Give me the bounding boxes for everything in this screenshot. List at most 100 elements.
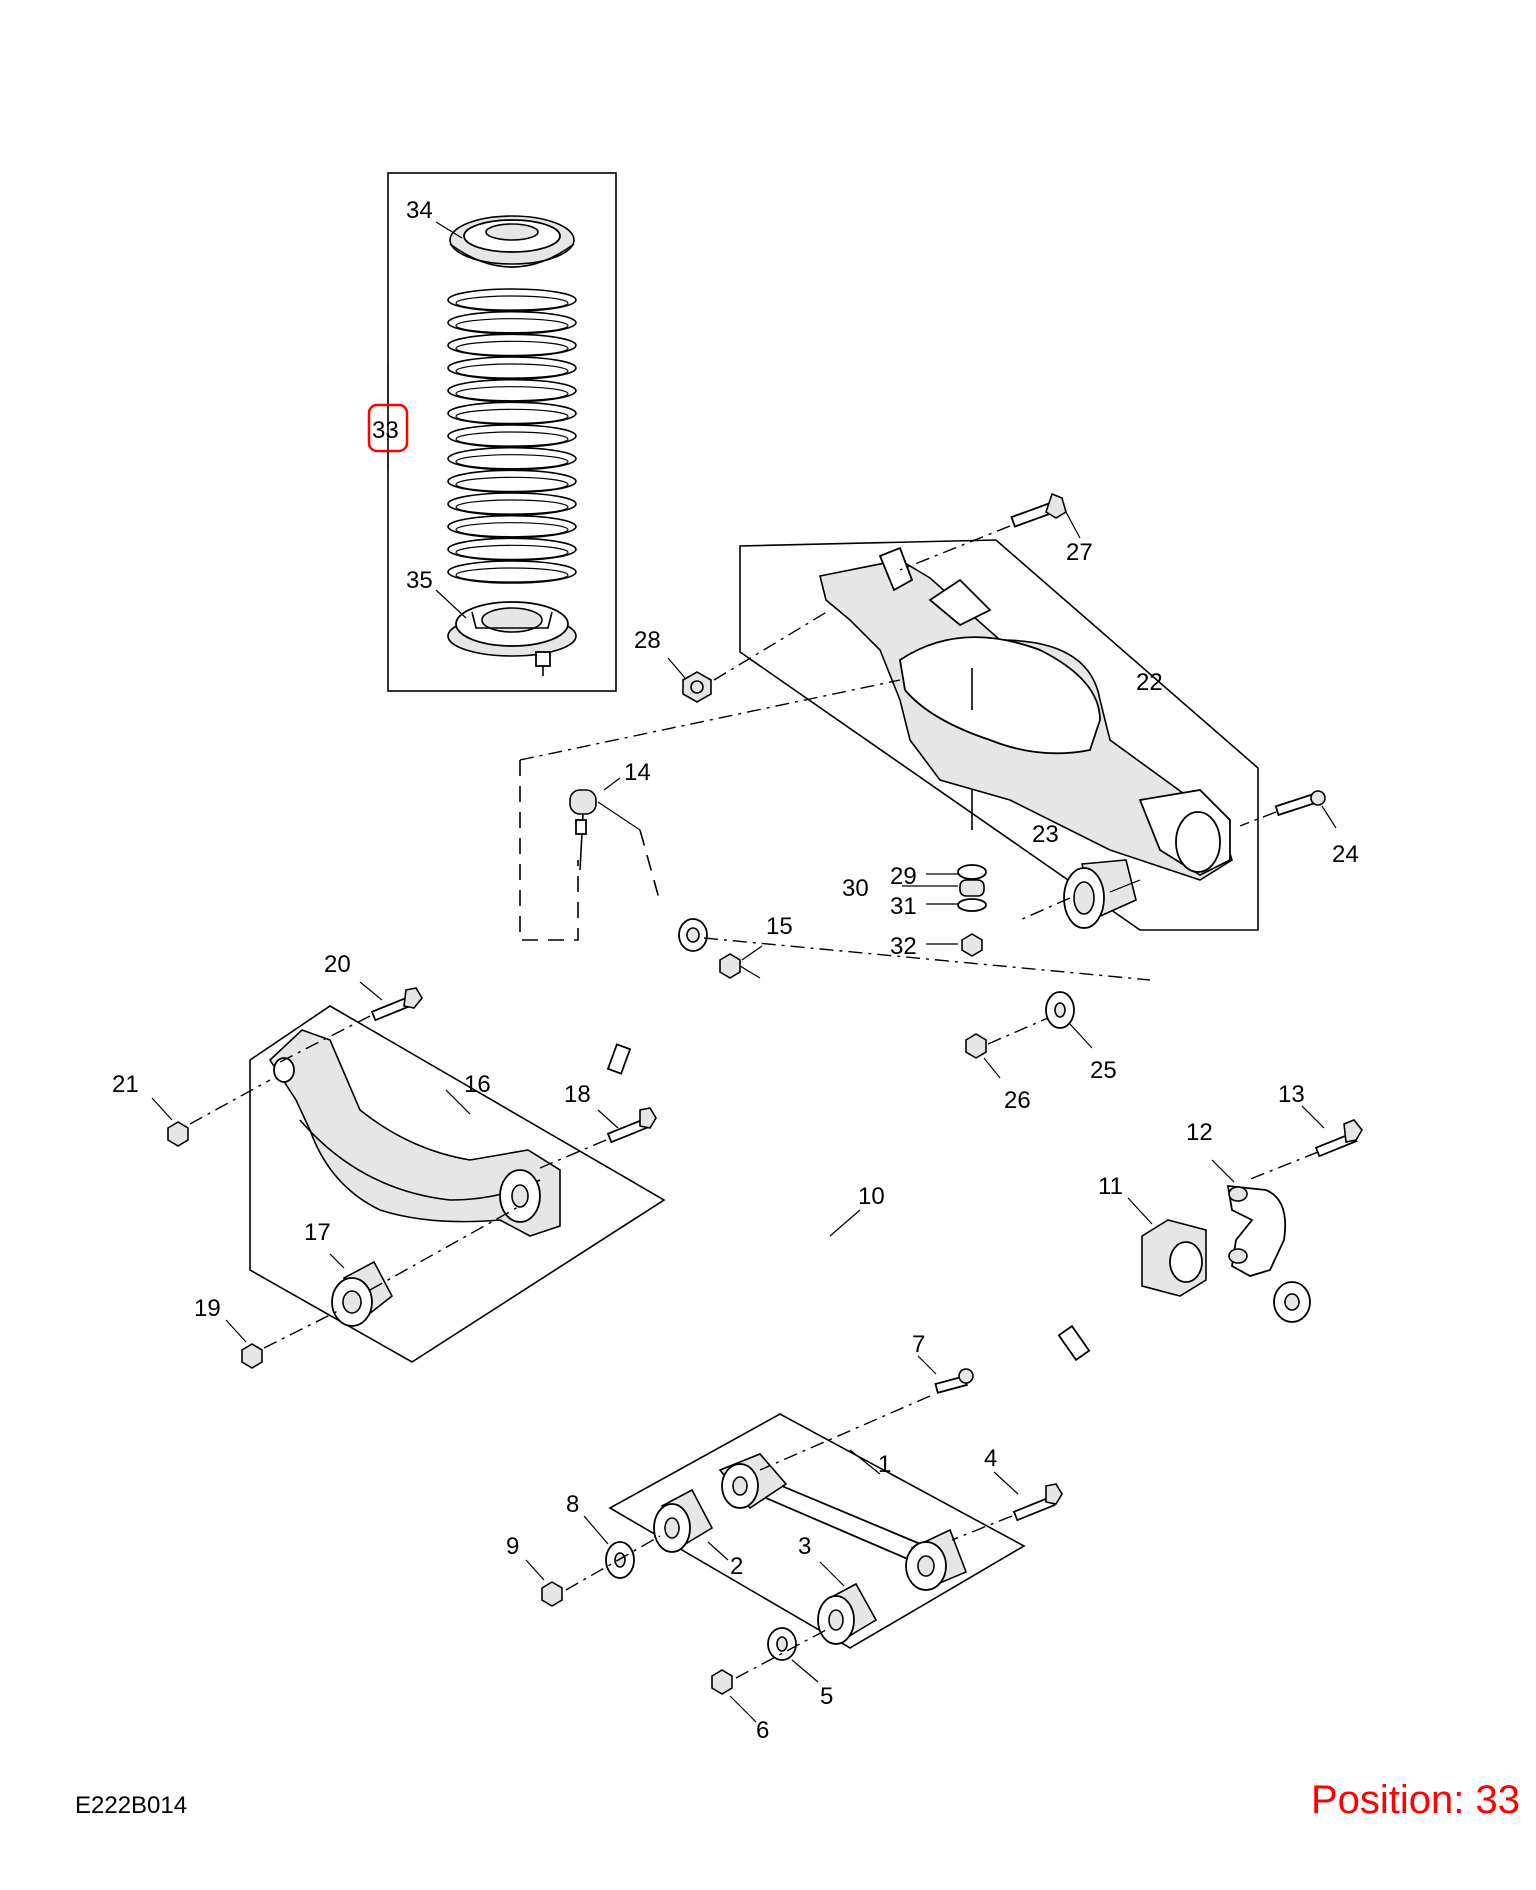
stabilizer-clamp-group: [1127, 1105, 1363, 1297]
lower-link-group: [525, 1355, 1063, 1723]
callout-2[interactable]: 2: [730, 1553, 743, 1580]
spring-coil-inner: [455, 295, 569, 311]
stabilizer-bar[interactable]: [567, 919, 1291, 1392]
nut-19[interactable]: [241, 1343, 263, 1369]
bolt-20[interactable]: [370, 987, 423, 1022]
callout-18[interactable]: 18: [564, 1081, 591, 1108]
spring-group-box: [387, 172, 617, 692]
arm22-outline-box: [739, 539, 1259, 931]
link1-outline-box: [608, 1413, 1026, 1649]
callout-24[interactable]: 24: [1332, 841, 1359, 868]
bolt-18[interactable]: [606, 1107, 657, 1144]
arm16-outline-box: [249, 1005, 666, 1363]
bolt-7[interactable]: [934, 1368, 974, 1394]
bar-bracket-12[interactable]: [1226, 1184, 1287, 1277]
callout-6[interactable]: 6: [756, 1717, 769, 1744]
stabilizer-bar-group: [562, 914, 1311, 1398]
spring-coil-inner: [455, 567, 569, 583]
callout-8[interactable]: 8: [566, 1491, 579, 1518]
spring-coil-turn: [447, 560, 577, 584]
callout-labels: 1 2 3 4 5 6 7 8 9 10 11 12 13 14 15 16 1…: [112, 197, 1359, 1744]
bushing-29[interactable]: [957, 864, 987, 880]
callout-7[interactable]: 7: [912, 1331, 925, 1358]
bolt-13[interactable]: [1314, 1119, 1363, 1158]
callout-22[interactable]: 22: [1136, 669, 1163, 696]
bolt-24[interactable]: [1274, 790, 1326, 817]
callout-9[interactable]: 9: [506, 1533, 519, 1560]
spring-assembly-group: [367, 172, 617, 692]
trailing-arm[interactable]: [268, 1029, 561, 1237]
callout-25[interactable]: 25: [1090, 1057, 1117, 1084]
spring-coil-inner: [455, 476, 569, 492]
nut-6[interactable]: [711, 1669, 733, 1695]
lower-link[interactable]: [718, 1453, 968, 1591]
link-bushing-15[interactable]: [678, 918, 708, 952]
spring-coil-inner: [455, 544, 569, 560]
spring-coil-inner: [455, 408, 569, 424]
link-bushing-3[interactable]: [817, 1582, 878, 1645]
spring-coil-inner: [455, 386, 569, 402]
callout-20[interactable]: 20: [324, 951, 351, 978]
callout-21[interactable]: 21: [112, 1071, 139, 1098]
arm-bushing-23[interactable]: [1063, 859, 1137, 929]
callout-34[interactable]: 34: [406, 197, 433, 224]
spring-coil-inner: [455, 340, 569, 356]
callout-35[interactable]: 35: [406, 567, 433, 594]
bolt-4[interactable]: [1012, 1483, 1063, 1522]
drop-link[interactable]: [569, 789, 597, 871]
washer-8[interactable]: [605, 1541, 635, 1579]
spring-coil-inner: [455, 522, 569, 538]
callout-14[interactable]: 14: [624, 759, 651, 786]
callout-4[interactable]: 4: [984, 1445, 997, 1472]
callout-16[interactable]: 16: [464, 1071, 491, 1098]
callout-33[interactable]: 33: [372, 417, 399, 444]
upper-spring-seat[interactable]: [449, 215, 575, 268]
callout-32[interactable]: 32: [890, 933, 917, 960]
nut-15[interactable]: [719, 953, 741, 979]
drop-link-group: [519, 679, 1151, 981]
trailing-arm-bushing-17[interactable]: [331, 1260, 394, 1327]
link-bushing-2[interactable]: [653, 1488, 714, 1553]
diagram-code: E222B014: [75, 1792, 188, 1819]
callout-30[interactable]: 30: [842, 875, 869, 902]
nut-32[interactable]: [961, 933, 983, 957]
washer-25[interactable]: [1045, 991, 1075, 1029]
washer-5[interactable]: [767, 1627, 797, 1661]
bolt-27[interactable]: [1010, 492, 1067, 528]
callout-15[interactable]: 15: [766, 913, 793, 940]
coil-spring[interactable]: [447, 288, 577, 584]
spring-coil-inner: [455, 499, 569, 515]
upper-control-arm[interactable]: [819, 546, 1233, 881]
callout-28[interactable]: 28: [634, 627, 661, 654]
callout-29[interactable]: 29: [890, 863, 917, 890]
callout-26[interactable]: 26: [1004, 1087, 1031, 1114]
nut-26[interactable]: [965, 1033, 987, 1059]
callout-13[interactable]: 13: [1278, 1081, 1305, 1108]
washer-31[interactable]: [957, 898, 987, 912]
callout-10[interactable]: 10: [858, 1183, 885, 1210]
callout-3[interactable]: 3: [798, 1533, 811, 1560]
callout-31[interactable]: 31: [890, 893, 917, 920]
selected-position-label: Position: 33: [1310, 1778, 1520, 1822]
callout-23[interactable]: 23: [1032, 821, 1059, 848]
upper-control-arm-group: [667, 492, 1337, 957]
lower-spring-seat[interactable]: [447, 601, 577, 676]
callout-19[interactable]: 19: [194, 1295, 221, 1322]
callout-5[interactable]: 5: [820, 1683, 833, 1710]
selected-callout-highlight: [367, 403, 409, 453]
nut-21[interactable]: [167, 1121, 189, 1147]
callout-1[interactable]: 1: [878, 1451, 891, 1478]
bar-bushing-11[interactable]: [1141, 1219, 1207, 1297]
spring-coil-inner: [455, 431, 569, 447]
trailing-arm-group: [151, 981, 666, 1369]
callout-11[interactable]: 11: [1098, 1173, 1123, 1200]
bushing-30[interactable]: [959, 879, 985, 897]
callout-12[interactable]: 12: [1186, 1119, 1213, 1146]
callout-17[interactable]: 17: [304, 1219, 331, 1246]
callout-27[interactable]: 27: [1066, 539, 1093, 566]
nut-28[interactable]: [682, 671, 712, 703]
spring-coil-inner: [455, 454, 569, 470]
spring-coil-inner: [455, 363, 569, 379]
nut-9[interactable]: [541, 1581, 563, 1607]
